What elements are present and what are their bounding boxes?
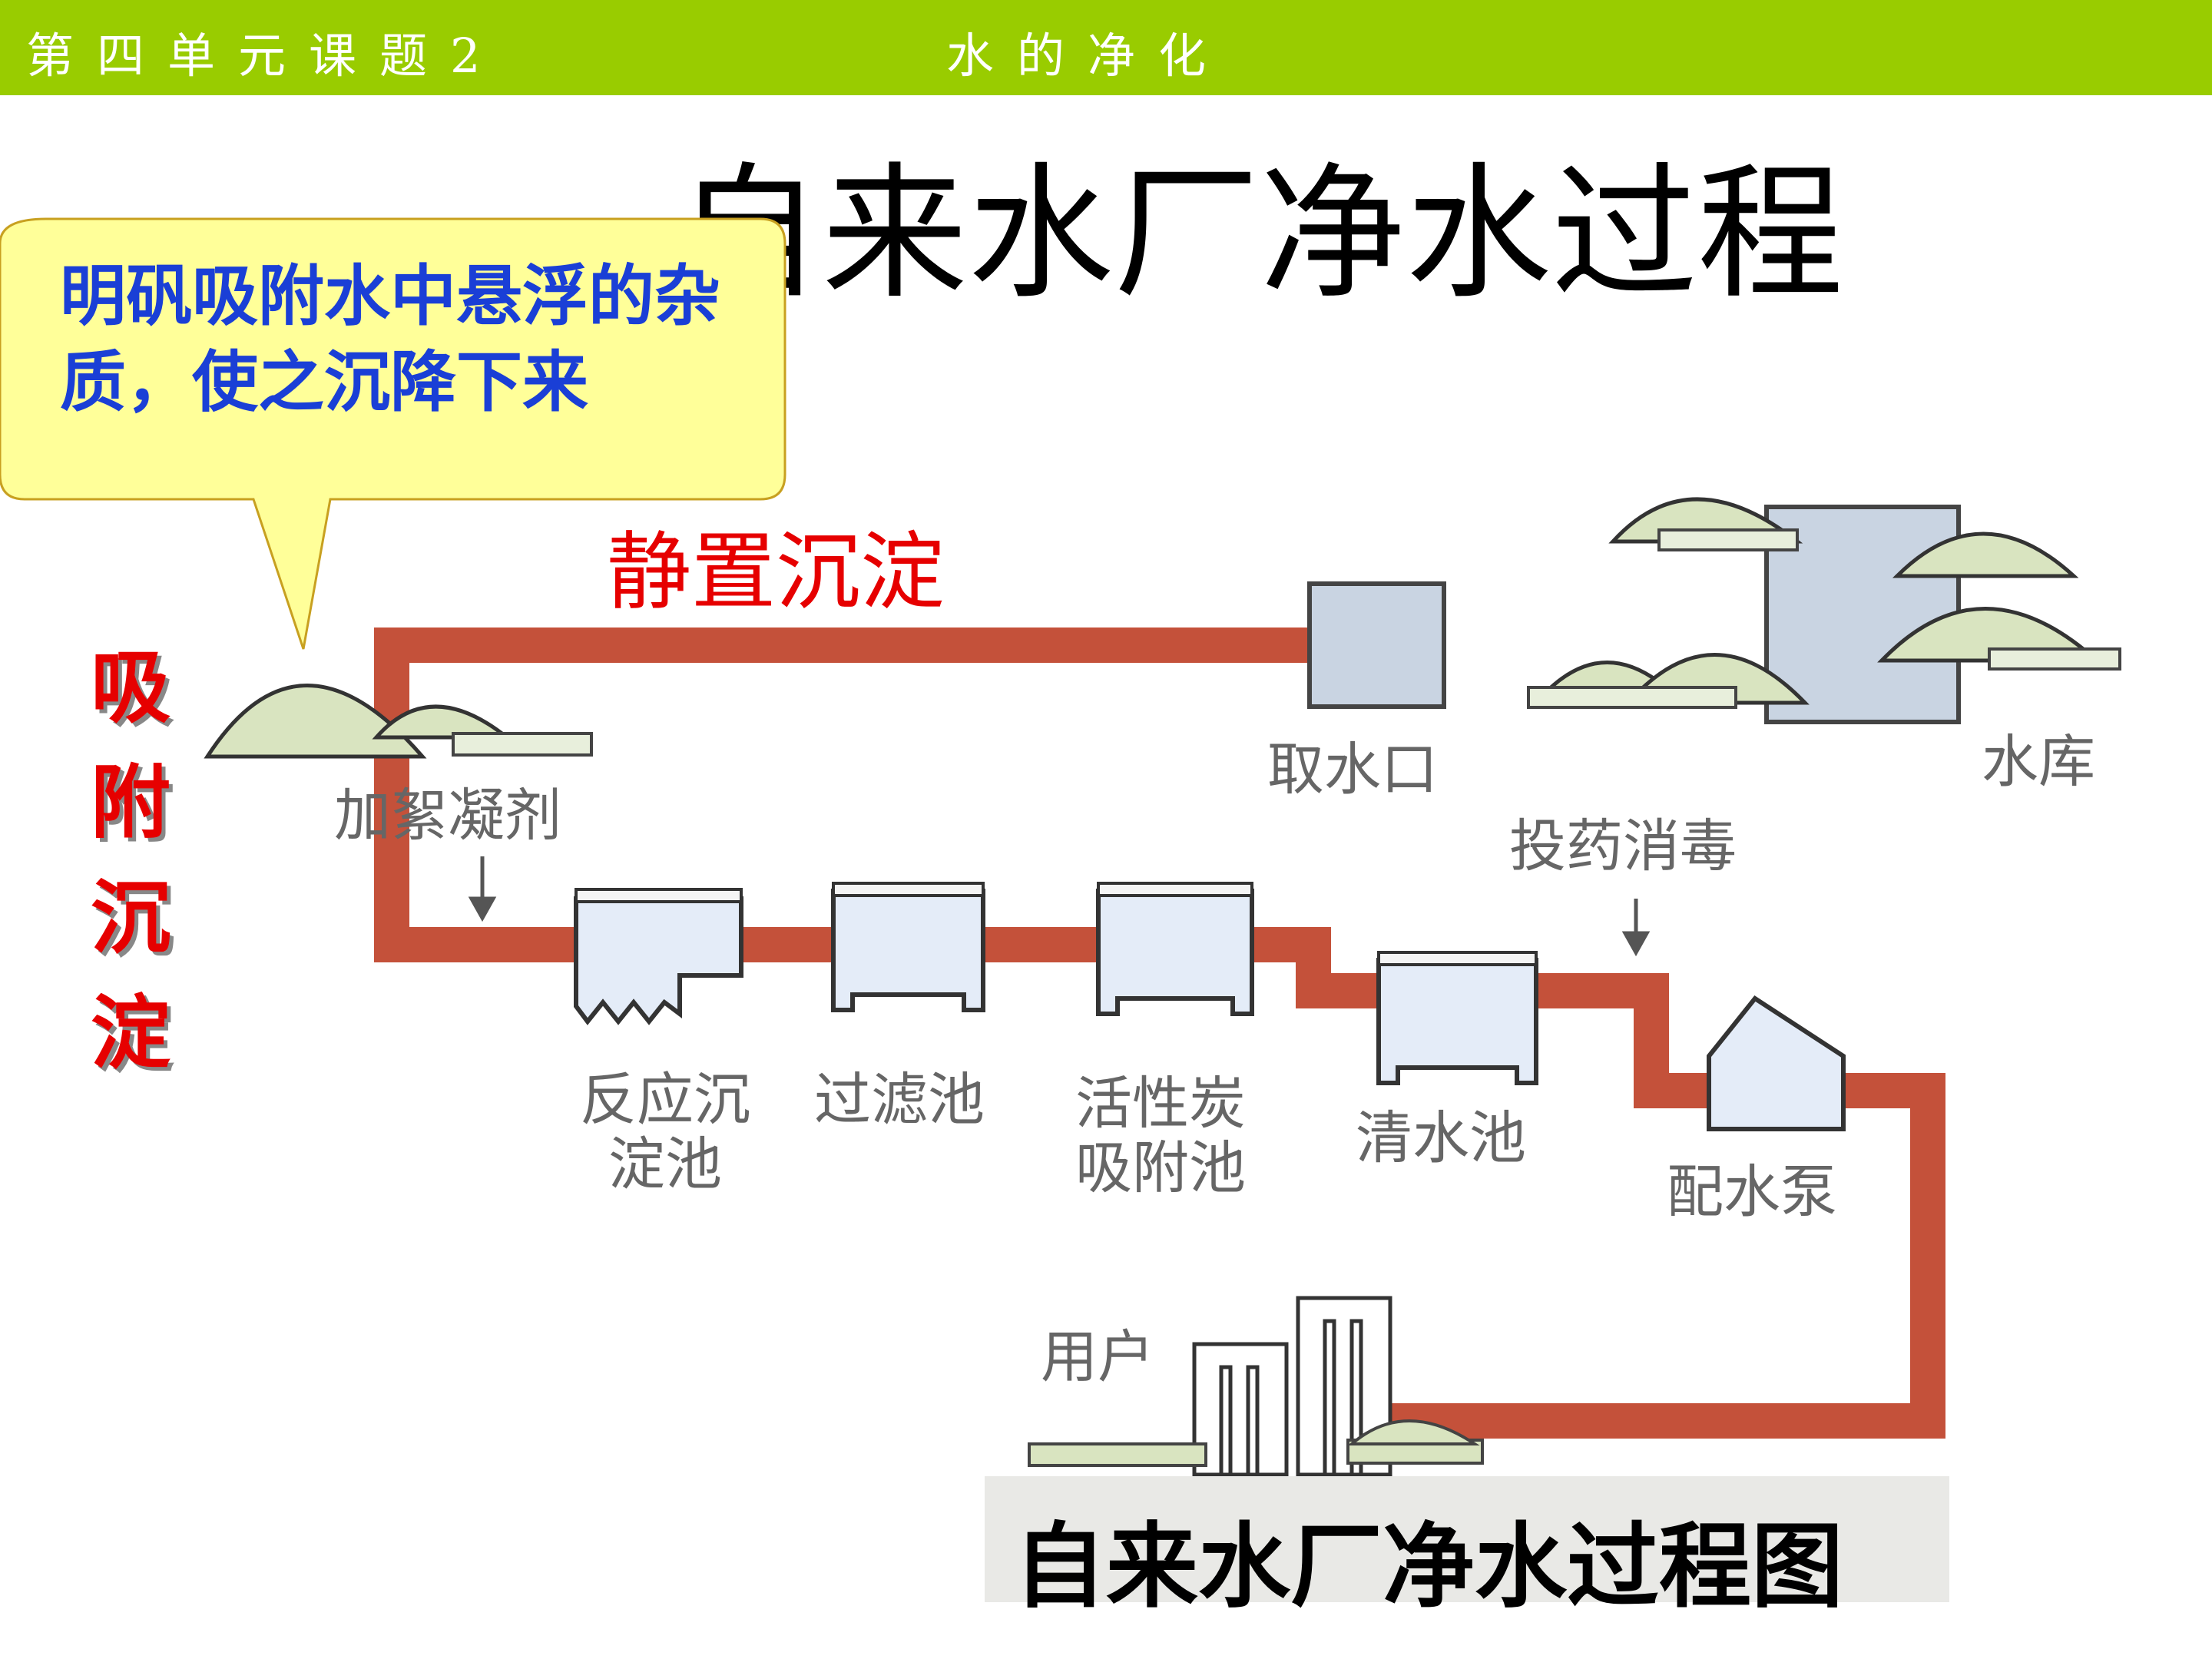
intake-label: 取水口 [1267,737,1438,803]
clear-water-label: 清水池 [1356,1105,1526,1171]
coagulant-shrubs [452,732,593,757]
coagulant-arrow [468,856,497,922]
callout-bubble [0,217,786,650]
header-bar: 第四单元课题2 水的净化 [0,0,2212,95]
reservoir-shrubs [1527,528,2121,709]
disinfect-label: 投药消毒 [1509,813,1737,879]
intake-box [1307,581,1446,709]
sedimentation-tank [574,896,743,1025]
page-title: 自来水厂净水过程 [676,149,1844,319]
coagulant-label: 加絮凝剂 [334,783,561,849]
disinfect-arrow [1621,899,1651,957]
adsorb-annotation: 吸附沉淀 [91,641,171,1080]
callout-text: 明矾吸附水中悬浮的杂质，使之沉降下来 [60,258,720,421]
coagulant-hills [204,684,513,759]
carbon-label: 活性炭 吸附池 [1075,1071,1246,1200]
sedimentation-label-line2: 淀池 [608,1131,722,1197]
pump-house [1707,995,1846,1131]
carbon-label-line1: 活性炭 [1075,1071,1246,1137]
water-pipe [374,628,1945,1439]
sedimentation-label-line1: 反应沉 [580,1067,750,1133]
caption-box [985,1476,1949,1602]
clear-water-tank [1376,958,1538,1085]
filter-tank [831,889,985,1012]
lesson-label: 第四单元课题2 [26,28,504,84]
pump-label: 配水泵 [1667,1159,1837,1225]
users-label: 用户 [1041,1324,1154,1390]
carbon-tank [1096,889,1254,1016]
settle-annotation: 静置沉淀 [607,523,945,621]
filter-label: 过滤池 [814,1067,985,1133]
topic-label: 水的净化 [946,28,1230,84]
carbon-label-line2: 吸附池 [1075,1135,1246,1201]
user-shrubs [1028,1419,1484,1467]
sedimentation-label: 反应沉 淀池 [580,1068,750,1197]
diagram-caption: 自来水厂净水过程图 [1014,1514,1843,1621]
reservoir-label: 水库 [1982,729,2095,795]
